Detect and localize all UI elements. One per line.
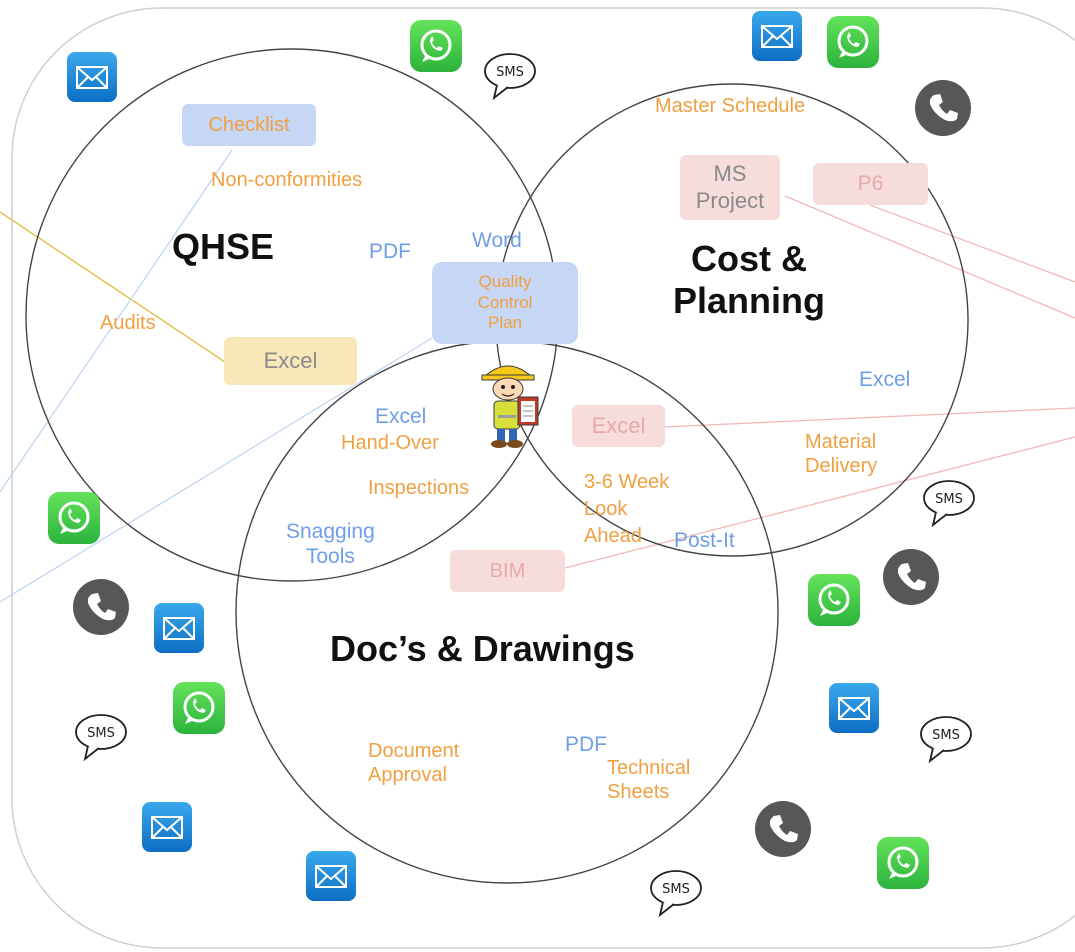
docs-drawings-title: Doc’s & Drawings bbox=[330, 628, 635, 669]
ms-project-box: MS Project bbox=[680, 155, 780, 220]
whatsapp-icon bbox=[827, 16, 879, 68]
email-icon bbox=[67, 52, 117, 102]
inspections-label: Inspections bbox=[368, 477, 470, 499]
technical-sheets-label: Technical Sheets bbox=[607, 757, 690, 804]
material-delivery-line-2: Delivery bbox=[805, 454, 878, 477]
qhse-title: QHSE bbox=[172, 226, 275, 267]
email-icon bbox=[829, 683, 879, 733]
phone-icon bbox=[883, 549, 939, 605]
whatsapp-icon bbox=[410, 20, 462, 72]
email-icon bbox=[142, 802, 192, 852]
connector-line bbox=[784, 195, 1075, 319]
document-approval-line-1: Document bbox=[368, 740, 460, 762]
bim-label: BIM bbox=[489, 560, 526, 582]
whatsapp-icon bbox=[808, 574, 860, 626]
email-icon bbox=[154, 603, 204, 653]
word-label: Word bbox=[472, 229, 522, 252]
sms-text: SMS bbox=[87, 726, 115, 741]
post-it-label: Post-It bbox=[674, 529, 735, 552]
sms-text: SMS bbox=[496, 65, 524, 80]
look-ahead-line-1: 3-6 Week bbox=[584, 471, 670, 493]
whatsapp-icon bbox=[877, 837, 929, 889]
non-conformities-label: Non-conformities bbox=[211, 169, 363, 191]
look-ahead-line-3: Ahead bbox=[584, 525, 642, 547]
snagging-line-2: Tools bbox=[305, 544, 355, 568]
whatsapp-icon bbox=[173, 682, 225, 734]
sms-bubble-icon: SMS bbox=[648, 867, 704, 919]
whatsapp-icon bbox=[48, 492, 100, 544]
cost-title-line-1: Cost & bbox=[691, 238, 807, 279]
qcp-line-2: Control bbox=[477, 292, 533, 312]
master-schedule-label: Master Schedule bbox=[655, 95, 806, 117]
cost-planning-title: Cost & Planning bbox=[660, 238, 838, 323]
sms-bubble-icon: SMS bbox=[921, 477, 977, 529]
technical-sheets-line-2: Sheets bbox=[607, 780, 670, 803]
look-ahead-label: 3-6 Week Look Ahead bbox=[584, 469, 669, 550]
construction-worker-icon bbox=[481, 365, 539, 448]
connector-line bbox=[0, 337, 433, 603]
excel-center-label: Excel bbox=[375, 405, 427, 428]
pdf-docs-label: PDF bbox=[565, 733, 607, 756]
email-icon bbox=[306, 851, 356, 901]
material-delivery-label: Material Delivery bbox=[805, 431, 877, 478]
phone-icon bbox=[755, 801, 811, 857]
checklist-box: Checklist bbox=[182, 104, 316, 146]
audits-label: Audits bbox=[100, 312, 156, 334]
excel-cost-label: Excel bbox=[859, 368, 911, 391]
bim-box: BIM bbox=[450, 550, 565, 592]
ms-project-line-1: MS bbox=[713, 161, 747, 187]
excel-qhse-box: Excel bbox=[224, 337, 357, 385]
technical-sheets-line-1: Technical bbox=[607, 757, 691, 779]
cost-title-line-2: Planning bbox=[673, 280, 825, 322]
connector-line bbox=[664, 407, 1075, 428]
connector-line bbox=[869, 204, 1075, 283]
sms-text: SMS bbox=[932, 728, 960, 743]
connector-line bbox=[0, 149, 233, 493]
excel-qhse-label: Excel bbox=[263, 347, 318, 373]
sms-text: SMS bbox=[662, 882, 690, 897]
quality-control-plan-box: Quality Control Plan bbox=[432, 262, 578, 344]
document-approval-line-2: Approval bbox=[368, 763, 447, 786]
pdf-qhse-label: PDF bbox=[369, 240, 411, 263]
qcp-line-3: Plan bbox=[487, 313, 523, 333]
ms-project-line-2: Project bbox=[695, 187, 765, 213]
sms-bubble-icon: SMS bbox=[918, 713, 974, 765]
snagging-tools-label: Snagging Tools bbox=[286, 520, 375, 570]
frame-outline bbox=[11, 7, 1075, 949]
hand-over-label: Hand-Over bbox=[341, 432, 439, 454]
checklist-label: Checklist bbox=[208, 114, 290, 136]
excel-overlap-box: Excel bbox=[572, 405, 665, 447]
excel-overlap-label: Excel bbox=[591, 412, 646, 438]
sms-bubble-icon: SMS bbox=[482, 50, 538, 102]
phone-icon bbox=[73, 579, 129, 635]
document-approval-label: Document Approval bbox=[368, 740, 459, 787]
snagging-line-1: Snagging bbox=[286, 520, 375, 543]
p6-box: P6 bbox=[813, 163, 928, 205]
connector-line bbox=[564, 436, 1075, 569]
email-icon bbox=[752, 11, 802, 61]
sms-text: SMS bbox=[935, 492, 963, 507]
p6-label: P6 bbox=[857, 172, 884, 196]
look-ahead-line-2: Look bbox=[584, 498, 628, 520]
qcp-line-1: Quality bbox=[478, 272, 532, 292]
phone-icon bbox=[915, 80, 971, 136]
material-delivery-line-1: Material bbox=[805, 431, 877, 453]
sms-bubble-icon: SMS bbox=[73, 711, 129, 763]
